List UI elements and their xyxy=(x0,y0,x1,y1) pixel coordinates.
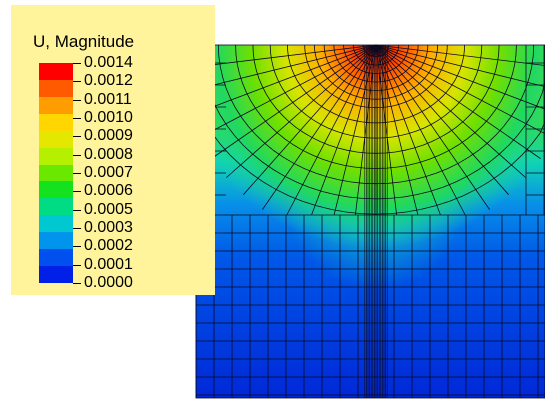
legend-swatch xyxy=(39,266,73,284)
mesh-element-lines xyxy=(195,44,545,399)
legend-label: 0.0009 xyxy=(84,127,133,145)
legend-swatch xyxy=(39,198,73,216)
legend-swatch xyxy=(39,232,73,250)
legend-tick xyxy=(73,81,81,83)
legend-tick xyxy=(73,99,81,101)
legend-label: 0.0014 xyxy=(84,54,133,71)
legend-swatch xyxy=(39,215,73,233)
legend-tick xyxy=(73,63,81,64)
legend-swatch xyxy=(39,181,73,199)
legend-label: 0.0003 xyxy=(84,219,133,236)
legend-tick xyxy=(73,283,81,284)
legend-swatch xyxy=(39,147,73,166)
legend-tick xyxy=(73,173,81,174)
legend-title: U, Magnitude xyxy=(33,32,135,51)
legend-label: 0.0000 xyxy=(84,274,133,291)
legend-swatch xyxy=(39,113,73,132)
legend-tick xyxy=(73,136,81,138)
mesh-hotspot-field xyxy=(196,45,545,398)
legend-swatch xyxy=(39,164,73,182)
legend-tick xyxy=(73,246,81,248)
legend-tick xyxy=(73,191,81,193)
legend-label: 0.0005 xyxy=(84,200,133,218)
legend-label: 0.0001 xyxy=(84,255,133,273)
legend-label: 0.0007 xyxy=(84,164,133,181)
legend-color-bar xyxy=(39,63,73,284)
legend-label: 0.0012 xyxy=(84,72,133,90)
legend-tick xyxy=(73,228,81,229)
legend-label: 0.0010 xyxy=(84,109,133,126)
legend-tick xyxy=(73,209,81,211)
legend-tick xyxy=(73,264,81,266)
legend-label: 0.0002 xyxy=(84,237,133,255)
legend-swatch xyxy=(39,249,73,267)
legend-label: 0.0008 xyxy=(84,145,133,163)
legend-tick xyxy=(73,118,81,119)
legend-swatch xyxy=(39,63,73,81)
legend-label: 0.0011 xyxy=(84,90,132,108)
legend-swatch xyxy=(39,79,73,98)
legend-tick xyxy=(73,154,81,156)
legend-swatch xyxy=(39,130,73,149)
legend-label: 0.0006 xyxy=(84,182,133,200)
legend-swatch xyxy=(39,96,73,115)
